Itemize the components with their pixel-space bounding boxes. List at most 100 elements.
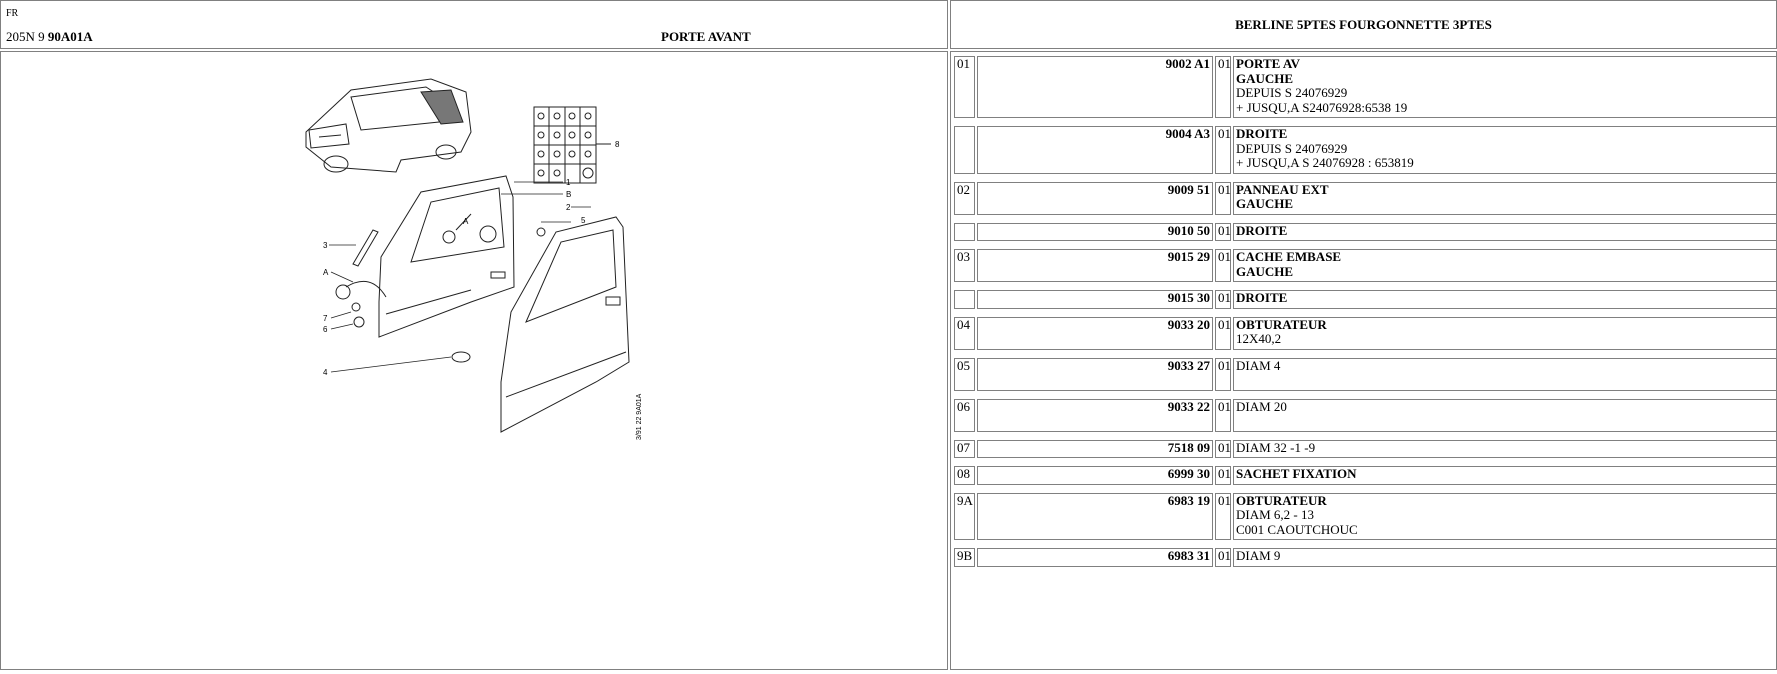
- callout-2: 2: [566, 203, 571, 212]
- description-line: DROITE: [1236, 290, 1288, 305]
- quantity-cell: 01: [1215, 249, 1231, 282]
- item-number-cell: 01: [954, 56, 975, 118]
- part-reference-cell[interactable]: 6999 30: [977, 466, 1213, 485]
- description-line: CACHE EMBASE: [1236, 249, 1342, 264]
- drawing-stamp: 3/91 22 9A01A: [636, 393, 643, 440]
- part-reference-cell[interactable]: 9033 22: [977, 398, 1213, 432]
- description-line: SACHET FIXATION: [1236, 466, 1357, 481]
- quantity-cell: 01: [1215, 222, 1231, 241]
- item-number-cell: [954, 222, 975, 241]
- item-number-cell: [954, 126, 975, 174]
- part-reference-cell[interactable]: 9002 A1: [977, 56, 1213, 118]
- car-thumbnail: [305, 78, 472, 173]
- item-number-cell: 05: [954, 357, 975, 391]
- callout-1: 1: [566, 178, 571, 187]
- quantity-cell: 01: [1215, 548, 1231, 567]
- part-reference-cell[interactable]: 9009 51: [977, 181, 1213, 215]
- page-title: PORTE AVANT: [661, 29, 751, 44]
- diagram-pane: 1 B 2 5 3 A A 7 6 4 8 3/91 22 9A01A: [0, 51, 948, 670]
- description-cell: DIAM 4: [1233, 357, 1777, 391]
- description-line: DIAM 6,2 - 13: [1236, 507, 1314, 522]
- quantity-cell: 01: [1215, 181, 1231, 215]
- description-line: + JUSQU,A S 24076928 : 653819: [1236, 155, 1414, 170]
- description-line: PORTE AV: [1236, 56, 1300, 71]
- quantity-cell: 01: [1215, 398, 1231, 432]
- callout-6: 6: [323, 325, 328, 334]
- description-cell: SACHET FIXATION: [1233, 466, 1777, 485]
- callout-5: 5: [581, 216, 586, 225]
- callout-4: 4: [323, 368, 328, 377]
- description-line: DIAM 20: [1236, 398, 1287, 414]
- callout-3: 3: [323, 241, 328, 250]
- description-line: GAUCHE: [1236, 196, 1294, 211]
- right-door-drawing: [500, 216, 630, 433]
- item-number-cell: 03: [954, 249, 975, 282]
- hardware-grid: [533, 106, 611, 184]
- description-cell: DROITE: [1233, 222, 1777, 241]
- callout-labels: 1 B 2 5 3 A A 7 6 4 8: [323, 140, 620, 377]
- description-cell: DIAM 32 -1 -9: [1233, 439, 1777, 458]
- part-reference-cell[interactable]: 9004 A3: [977, 126, 1213, 174]
- callout-7: 7: [323, 314, 328, 323]
- quantity-cell: 01: [1215, 56, 1231, 118]
- callout-8: 8: [615, 140, 620, 149]
- exploded-door-diagram[interactable]: 1 B 2 5 3 A A 7 6 4 8 3/91 22 9A01A: [1, 52, 947, 669]
- description-line: DEPUIS S 24076929: [1236, 140, 1348, 156]
- item-number-cell: 9A: [954, 492, 975, 540]
- trim-strip-drawing: [352, 229, 379, 267]
- part-reference-cell[interactable]: 9015 29: [977, 249, 1213, 282]
- part-reference-cell[interactable]: 6983 31: [977, 548, 1213, 567]
- quantity-cell: 01: [1215, 290, 1231, 309]
- quantity-cell: 01: [1215, 492, 1231, 540]
- description-line: DEPUIS S 24076929: [1236, 85, 1348, 100]
- reference-prefix: 205N 9: [6, 29, 45, 44]
- item-number-cell: 02: [954, 181, 975, 215]
- description-line: C001 CAOUTCHOUC: [1236, 521, 1358, 537]
- quantity-cell: 01: [1215, 357, 1231, 391]
- description-line: OBTURATEUR: [1236, 316, 1327, 332]
- part-reference-cell[interactable]: 7518 09: [977, 439, 1213, 458]
- language-code: FR: [6, 8, 19, 19]
- part-reference-cell[interactable]: 9010 50: [977, 222, 1213, 241]
- item-number-cell: [954, 290, 975, 309]
- vehicle-model: BERLINE 5PTES FOURGONNETTE 3PTES: [1235, 17, 1492, 32]
- item-number-cell: 04: [954, 316, 975, 350]
- callout-a-left: A: [323, 268, 329, 277]
- item-number-cell: 08: [954, 466, 975, 485]
- description-line: 12X40,2: [1236, 331, 1282, 346]
- part-reference-cell[interactable]: 9033 27: [977, 357, 1213, 391]
- description-line: DIAM 4: [1236, 357, 1281, 373]
- description-line: DROITE: [1236, 222, 1288, 238]
- part-reference-cell[interactable]: 9015 30: [977, 290, 1213, 309]
- callout-a-right: A: [463, 217, 469, 226]
- description-cell: DIAM 9: [1233, 548, 1777, 567]
- leader-lines: [329, 181, 591, 373]
- header-right: BERLINE 5PTES FOURGONNETTE 3PTES: [950, 0, 1777, 49]
- small-parts-drawing: [335, 280, 471, 363]
- description-line: GAUCHE: [1236, 70, 1294, 86]
- quantity-cell: 01: [1215, 439, 1231, 458]
- part-reference-cell[interactable]: 9033 20: [977, 316, 1213, 350]
- description-line: DIAM 32 -1 -9: [1236, 439, 1316, 455]
- description-line: PANNEAU EXT: [1236, 181, 1329, 197]
- description-cell: DIAM 20: [1233, 398, 1777, 432]
- quantity-cell: 01: [1215, 466, 1231, 485]
- part-reference-cell[interactable]: 6983 19: [977, 492, 1213, 540]
